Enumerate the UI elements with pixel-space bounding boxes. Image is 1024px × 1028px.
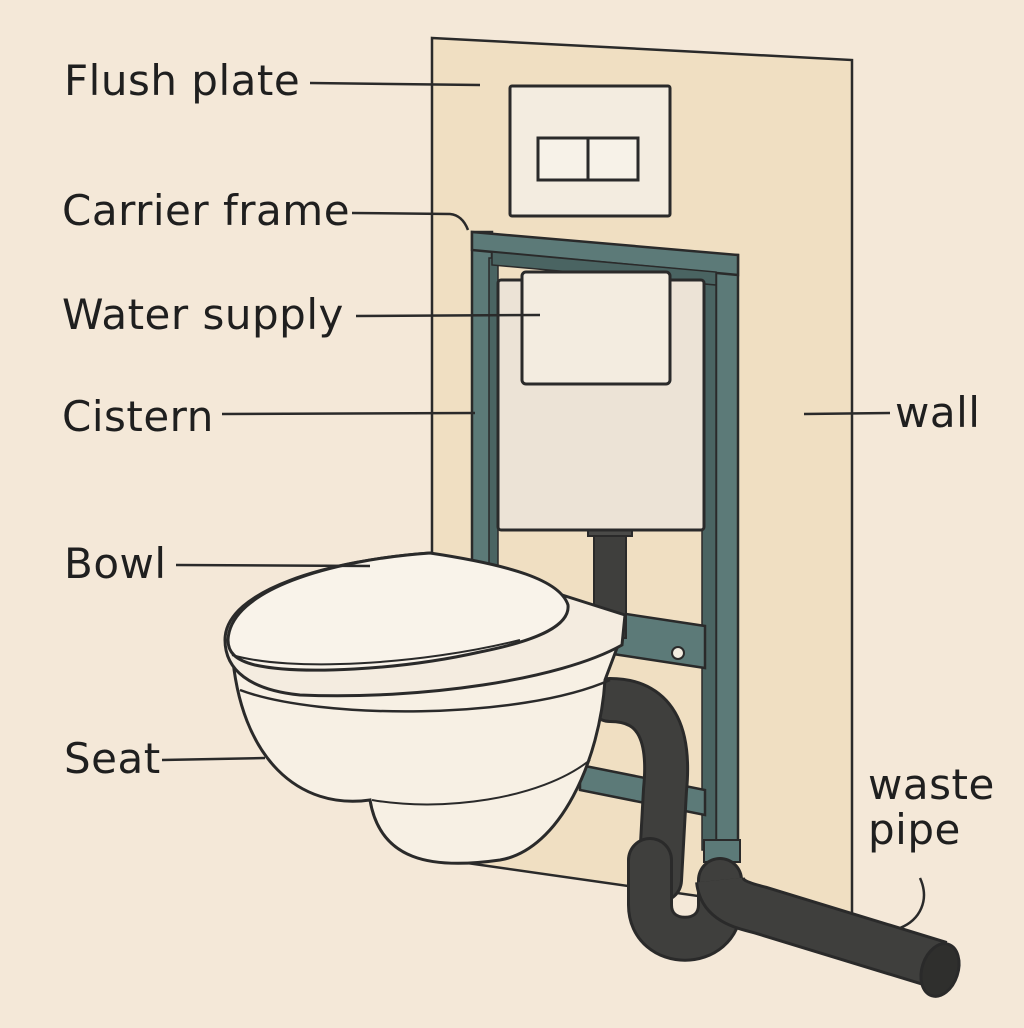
leader-wall: [803, 411, 891, 416]
label-water-supply: Water supply: [62, 290, 344, 339]
label-bowl: Bowl: [64, 539, 167, 588]
flush-plate: [508, 84, 672, 218]
label-wall: wall: [895, 388, 981, 437]
leader-carrier-frame: [351, 211, 470, 231]
label-seat: Seat: [64, 734, 161, 783]
leader-flush-plate: [309, 81, 481, 87]
label-flush-plate: Flush plate: [64, 56, 301, 105]
leader-lines: [161, 81, 926, 930]
leader-waste-pipe: [899, 877, 926, 930]
label-carrier-frame: Carrier frame: [62, 186, 351, 235]
leader-bowl: [175, 563, 371, 568]
leader-water-supply: [355, 313, 541, 318]
label-waste-pipe-line2: pipe: [868, 805, 961, 855]
leader-seat: [161, 756, 266, 762]
label-cistern: Cistern: [62, 392, 214, 441]
cistern: [496, 270, 706, 532]
label-waste-pipe-line1: waste: [868, 760, 995, 809]
leader-cistern: [221, 411, 476, 416]
waste-pipe: [587, 677, 961, 998]
label-waste-pipe: waste pipe: [868, 762, 995, 853]
